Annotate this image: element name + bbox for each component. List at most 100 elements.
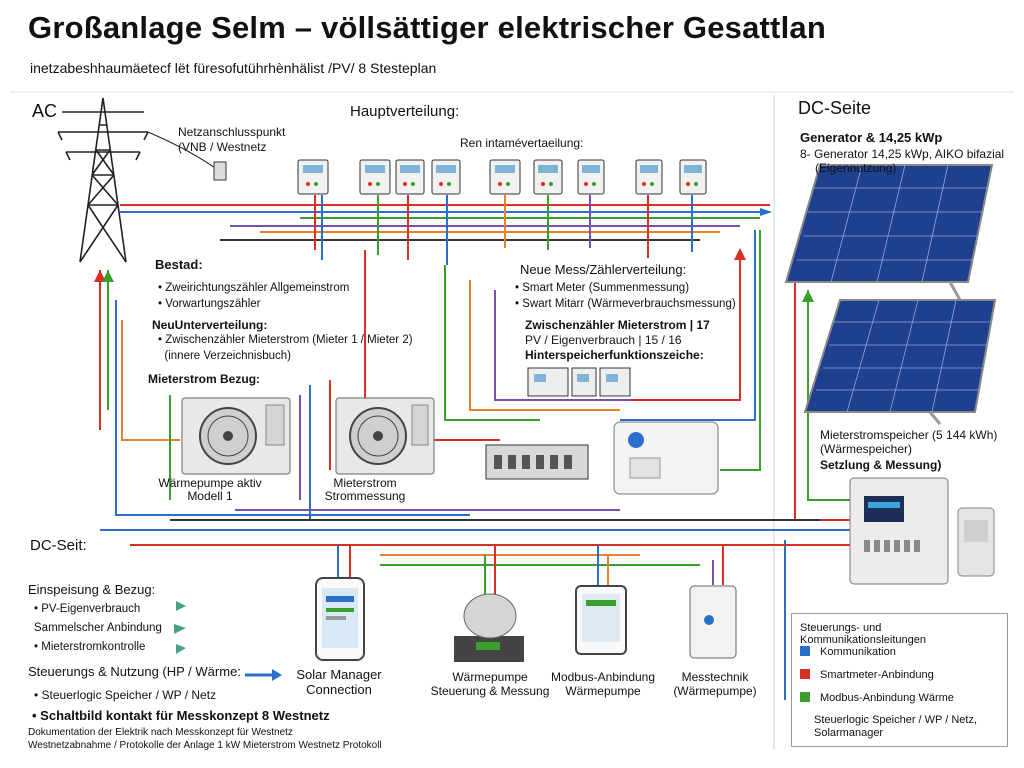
grid-label-1: Netzanschlusspunkt — [178, 125, 286, 139]
generator-line2: (Eigennutzung) — [815, 161, 897, 175]
wire-blue — [620, 230, 756, 421]
generator-title: Generator & 14,25 kWp — [800, 130, 943, 145]
mieterstrom-label: Mieterstrom Bezug: — [148, 372, 261, 386]
tablet-icon — [575, 585, 627, 655]
neue-unter-item: (innere Verzeichnisbuch) — [164, 350, 291, 362]
wire-green — [444, 265, 540, 421]
battery-storage-icon — [849, 477, 949, 585]
meter-icon — [395, 159, 425, 195]
section-dc-left: DC-Seit: — [30, 537, 87, 554]
meter-icon — [679, 159, 707, 195]
legend-box: Steuerungs- und Kommunikationsleitungen … — [791, 613, 1008, 747]
messkonzept-line2: Westnetzabnahme / Protokolle der Anlage … — [28, 740, 382, 751]
wire-green — [720, 230, 761, 471]
wire-purple — [494, 290, 660, 401]
meter-icon — [297, 159, 329, 195]
meter-icon — [431, 159, 461, 195]
meter-icon — [489, 159, 521, 195]
waermepumpe-line2: Steuerung & Messung — [430, 684, 550, 698]
wire-green — [807, 290, 850, 501]
bestand-list: • Zweirichtungszähler Allgemeinstrom • V… — [158, 280, 349, 312]
page-title: Großanlage Selm – völlsättiger elektrisc… — [28, 10, 826, 45]
battery-title: Setzlung & Messung) — [820, 458, 942, 472]
section-hauptverteilung: Hauptverteilung: — [350, 103, 460, 120]
meter-icon — [635, 159, 663, 195]
heat-pump-icon — [335, 397, 435, 475]
wire-orange — [121, 320, 180, 441]
bestand-item: • Vorwartungszähler — [158, 298, 261, 310]
section-unterverteilung: Ren intamévertaeilung: — [460, 136, 584, 150]
transmission-tower-icon — [57, 97, 219, 263]
modbus-line1: Modbus-Anbindung — [550, 670, 656, 684]
terminal-block-icon — [485, 444, 589, 480]
legend-title: Steuerungs- und Kommunikationsleitungen — [800, 622, 926, 646]
grid-label-2: (VNB / Westnetz — [178, 140, 267, 154]
section-dc-top: DC-Seite — [798, 98, 872, 118]
legend-swatch — [800, 646, 810, 656]
inverter-icon — [613, 421, 719, 495]
wire-blue — [115, 300, 470, 516]
arrow-head — [802, 290, 814, 302]
steuerung-line2: • Steuerlogic Speicher / WP / Netz — [34, 688, 217, 702]
legend-item: Kommunikation — [800, 646, 896, 658]
messtechnik-line1: Messtechnik — [681, 670, 749, 684]
einspeisung-item: Sammelscher Anbindung — [34, 622, 162, 634]
legend-item: Modbus-Anbindung Wärme — [800, 692, 954, 704]
bullet-arrow-icon — [174, 601, 186, 654]
mess-item: • Swart Mitarr (Wärmeverbrauchsmessung) — [515, 298, 736, 310]
arrow-head — [94, 270, 106, 282]
bestand-title: Bestad: — [155, 257, 203, 272]
meter-icon — [533, 159, 563, 195]
messkonzept-title: • Schaltbild kontakt für Messkonzept 8 W… — [32, 708, 330, 723]
boiler-icon — [454, 593, 524, 662]
legend-swatch — [800, 669, 810, 679]
meter-icon — [577, 159, 605, 195]
arrow-head — [760, 208, 772, 216]
arrow-right-icon — [245, 669, 282, 681]
neue-unter-list: • Zwischenzähler Mieterstrom (Mieter 1 /… — [158, 332, 413, 364]
page-subtitle: inetzabeshhaumäetecf lët füresofutührhèn… — [30, 60, 437, 76]
steuerung-title: Steuerungs & Nutzung (HP / Wärme: — [28, 664, 241, 679]
mess-pv: PV / Eigenverbrauch | 15 / 16 — [525, 333, 682, 347]
section-ac: AC — [32, 101, 58, 121]
heatpump2-line1: Mieterstrom — [333, 476, 397, 490]
mess-hinter: Hinterspeicherfunktionszeiche: — [525, 348, 704, 362]
solar-panel-icon — [784, 164, 994, 301]
legend-swatch — [800, 692, 810, 702]
neue-unter-title: NeuUnterverteilung: — [152, 318, 268, 332]
ems-device-icon — [957, 507, 995, 577]
messkonzept-line1: Dokumentation der Elektrik nach Messkonz… — [28, 727, 293, 738]
mess-list: • Smart Meter (Summenmessung) • Swart Mi… — [515, 280, 736, 312]
solar-panel-icon — [803, 299, 997, 425]
einspeisung-title: Einspeisung & Bezug: — [28, 582, 156, 597]
smartphone-icon — [315, 577, 365, 661]
einspeisung-list: • PV-Eigenverbrauch Sammelscher Anbindun… — [34, 600, 162, 657]
modbus-line2: Wärmepumpe — [565, 684, 641, 698]
mess-item: • Smart Meter (Summenmessung) — [515, 282, 690, 294]
arrow-head — [734, 248, 746, 260]
generator-line1: 8- Generator 14,25 kWp, AIKO bifazial — [800, 147, 1005, 161]
legend-item: Steuerlogic Speicher / WP / Netz, Solarm… — [814, 714, 978, 739]
heatpump1-line2: Modell 1 — [187, 489, 233, 503]
solar-manager-line1: Solar Manager — [296, 667, 382, 682]
wire-red — [630, 250, 741, 401]
mess-title: Neue Mess/Zählerverteilung: — [520, 262, 687, 277]
meter-icon — [359, 159, 391, 195]
grid-connection-icon — [213, 161, 227, 181]
mess-zwischen: Zwischenzähler Mieterstrom | 17 — [525, 318, 710, 332]
battery-line1: Mieterstromspeicher (5 144 kWh) — [820, 428, 998, 442]
wire-orange — [469, 280, 620, 411]
control-unit-icon — [689, 585, 737, 659]
bestand-item: • Zweirichtungszähler Allgemeinstrom — [158, 282, 350, 294]
arrow-head — [102, 270, 114, 282]
heatpump1-line1: Wärmepumpe aktiv — [158, 476, 262, 490]
heat-pump-icon — [181, 397, 291, 475]
einspeisung-item: • PV-Eigenverbrauch — [34, 603, 141, 615]
meter-cluster-icon — [527, 367, 631, 397]
heatpump2-line2: Strommessung — [324, 489, 406, 503]
battery-line2: (Wärmespeicher) — [820, 442, 913, 456]
legend-item: Smartmeter-Anbindung — [800, 669, 934, 681]
einspeisung-item: • Mieterstromkontrolle — [34, 641, 146, 653]
messtechnik-line2: (Wärmepumpe) — [673, 684, 757, 698]
